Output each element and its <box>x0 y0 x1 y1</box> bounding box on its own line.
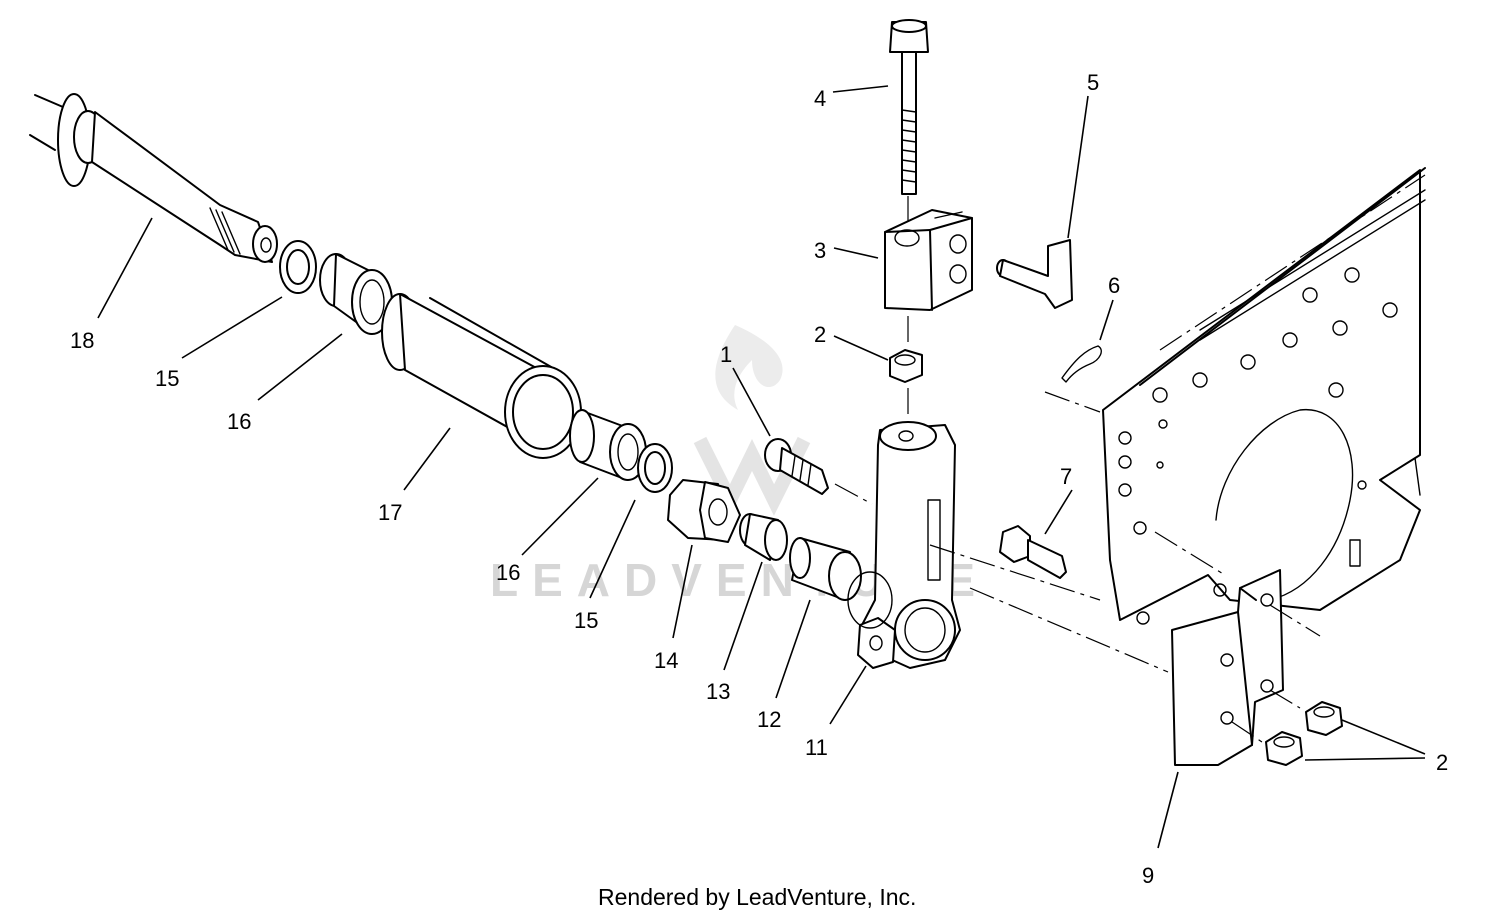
callout-4: 4 <box>814 86 826 111</box>
part-18-axle <box>29 93 278 263</box>
part-17-roller <box>381 293 582 459</box>
part-5-pin <box>996 239 1073 309</box>
part-14-nut-sleeve <box>667 479 741 543</box>
part-2-nut <box>889 349 923 383</box>
part-7-bolt <box>999 525 1067 579</box>
footer-credit: Rendered by LeadVenture, Inc. <box>598 884 916 910</box>
part-3-clamp <box>884 209 973 311</box>
part-16-bushing-2 <box>569 409 647 481</box>
part-1-bolt <box>764 438 829 495</box>
callout-6: 6 <box>1108 273 1120 298</box>
callout-2-bottom: 2 <box>1436 750 1448 775</box>
mower-frame <box>1102 167 1426 625</box>
assembly-lines <box>834 196 1321 743</box>
callout-13: 13 <box>706 679 730 704</box>
part-11-arm <box>847 421 961 669</box>
part-4-bolt <box>889 19 929 195</box>
part-15-washer <box>279 240 317 294</box>
part-13-bushing <box>739 513 788 561</box>
callout-3: 3 <box>814 238 826 263</box>
callout-1: 1 <box>720 342 732 367</box>
callout-15-right: 15 <box>574 608 598 633</box>
callout-2-top: 2 <box>814 322 826 347</box>
part-16-bushing <box>319 253 393 335</box>
leader-lines <box>97 85 1426 849</box>
part-12-spacer <box>789 537 862 601</box>
callout-12: 12 <box>757 707 781 732</box>
callout-labels: 4 5 3 2 6 1 7 18 15 16 17 16 15 14 13 12… <box>70 70 1448 888</box>
callout-18: 18 <box>70 328 94 353</box>
callout-9: 9 <box>1142 863 1154 888</box>
callout-16-right: 16 <box>496 560 520 585</box>
callout-7: 7 <box>1060 464 1072 489</box>
callout-17: 17 <box>378 500 402 525</box>
part-2-nuts <box>1265 701 1343 766</box>
callout-15-left: 15 <box>155 366 179 391</box>
flame-logo-icon <box>715 325 783 410</box>
part-6-cotter-pin <box>1061 345 1102 383</box>
part-15-washer-2 <box>637 443 673 493</box>
watermark-logo-icon <box>693 436 811 516</box>
part-9-bracket <box>1171 569 1284 766</box>
callout-14: 14 <box>654 648 678 673</box>
callout-5: 5 <box>1087 70 1099 95</box>
callout-11: 11 <box>805 735 828 760</box>
callout-16-left: 16 <box>227 409 251 434</box>
